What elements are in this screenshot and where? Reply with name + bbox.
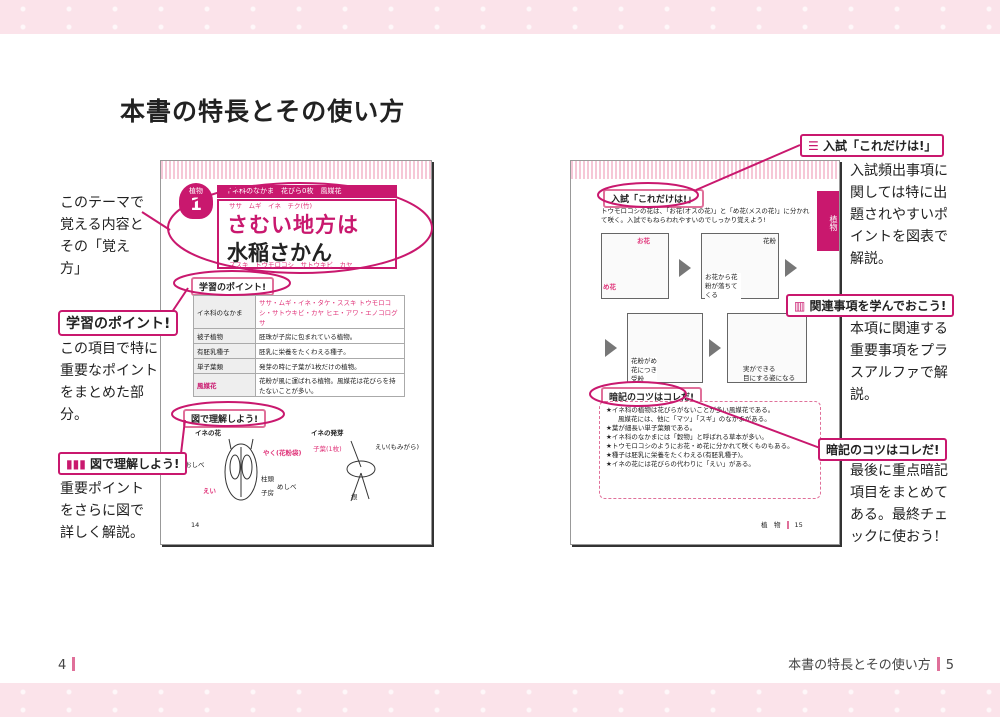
understand-label-small: 図で理解しよう! xyxy=(183,409,267,428)
annotation-theme: このテーマで覚える内容とその「覚え方」 xyxy=(60,195,144,277)
bottom-decor-strip xyxy=(0,683,1000,717)
theme-badge: 植物 1 xyxy=(179,183,213,219)
fig-label: 花粉がめ花につき受粉 xyxy=(631,357,657,384)
arrow-icon xyxy=(679,259,691,277)
top-pattern xyxy=(571,161,839,179)
exam-text: トウモロコシの花は、「お花(オスの花)」と「め花(メスの花)」に分かれて咲く。入… xyxy=(601,207,810,224)
fig-label: 子葉(1枚) xyxy=(313,445,342,453)
corn-fig-4 xyxy=(727,313,807,383)
annotation-understand-text: 重要ポイントをさらに図で詳しく解説。 xyxy=(60,481,144,541)
memo-icon: ☰ xyxy=(808,139,823,153)
fig-label: めしべ xyxy=(277,483,297,491)
annotation-memo-label: 暗記のコツはコレだ! xyxy=(818,438,948,461)
annotation-point-text: この項目で特に重要なポイントをまとめた部分。 xyxy=(60,341,158,423)
annotation-point-label: 学習のポイント! xyxy=(58,310,179,336)
fig-label: め花 xyxy=(603,283,616,291)
list-item: 風媒花には、他に「マツ」「スギ」のなかまがある。 xyxy=(618,415,771,423)
key-points-table: イネ科のなかまササ・ムギ・イネ・タケ・ススキ トウモロコシ・サトウキビ・カヤ ヒ… xyxy=(193,295,405,397)
corn-fig-1 xyxy=(601,233,669,299)
fig-label: 実ができる xyxy=(743,365,776,373)
arrow-icon xyxy=(785,259,797,277)
right-sample-page: 植物 入試「これだけは!」 トウモロコシの花は、「お花(オスの花)」と「め花(メ… xyxy=(570,160,840,545)
fig-label: えい xyxy=(203,487,216,495)
memo-box: ★イネ科の植物は花びらがないことが多い風媒花である。 風媒花には、他に「マツ」「… xyxy=(599,401,821,499)
arrow-icon xyxy=(709,339,721,357)
chart-bars-icon: ▮▮▮ xyxy=(66,457,90,471)
theme-title-line2: 水稲さかん xyxy=(227,241,332,265)
fig-left-title: イネの花 xyxy=(195,429,221,437)
list-item: ★イネの花には花びらの代わりに「えい」がある。 xyxy=(606,460,755,468)
list-item: ★イネ科のなかまには「穀物」と呼ばれる草本が多い。 xyxy=(606,433,768,441)
table-row: 単子葉類発芽の時に子葉が1枚だけの植物。 xyxy=(193,358,405,374)
page-heading: 本書の特長とその使い方 xyxy=(120,97,406,126)
annotation-exam-label: ☰ 入試「これだけは!」 xyxy=(800,134,945,157)
list-item: ★種子は胚乳に栄養をたくわえる(有胚乳種子)。 xyxy=(606,451,747,459)
left-inner-page-number: 14 xyxy=(191,521,200,529)
fig-label: 子房 xyxy=(261,489,274,497)
side-tab: 植物 xyxy=(817,191,839,251)
annotation-exam-text: 入試頻出事項に関しては特に出題されやすいポイントを図表で解説。 xyxy=(850,163,948,267)
top-decor-strip xyxy=(0,0,1000,34)
theme-subtitle: イネ科のなかま 花びら0枚 風媒花 xyxy=(217,185,397,198)
rice-flower-figure xyxy=(224,438,258,501)
theme-title-line1: さむい地方は xyxy=(227,213,359,237)
fig-label: えい(もみがら) xyxy=(375,443,420,451)
list-item: ★イネ科の植物は花びらがないことが多い風媒花である。 xyxy=(606,406,775,414)
fig-label: おしべ xyxy=(185,461,205,469)
fig-label: お花 xyxy=(637,237,650,245)
fig-right-title: イネの発芽 xyxy=(311,429,344,437)
fig-label: 花粉 xyxy=(763,237,776,245)
annotation-memo-text: 最後に重点暗記項目をまとめてある。最終チェックに使おう! xyxy=(850,463,948,545)
top-pattern xyxy=(161,161,431,179)
fig-label: 柱頭 xyxy=(261,475,274,483)
arrow-icon xyxy=(605,339,617,357)
annotation-related-text: 本項に関連する重要事項をプラスアルファで解説。 xyxy=(850,321,948,403)
books-icon: ▥ xyxy=(794,299,810,313)
list-item: ★葉が細長い単子葉類である。 xyxy=(606,424,697,432)
fig-label: やく(花粉袋) xyxy=(263,449,302,457)
annotation-understand-label: ▮▮▮ 図で理解しよう! xyxy=(58,452,188,475)
fig-label: お花から花粉が落ちてくる xyxy=(705,273,741,300)
list-item: ★トウモロコシのようにお花・め花に分かれて咲くものもある。 xyxy=(606,442,794,450)
annotation-related-label: ▥ 関連事項を学んでおこう! xyxy=(786,294,955,317)
table-row: 風媒花花粉が風に運ばれる植物。風媒花は花びらを持たないことが多い。 xyxy=(193,373,405,397)
sprout-figure xyxy=(346,440,376,502)
theme-title-box: ササ ムギ イネ チク(竹) さむい地方は 水稲さかん ススキ トウモロコシ サ… xyxy=(217,199,397,269)
fig-label: 目にする姿になる xyxy=(743,374,796,382)
left-sample-page: 植物 1 イネ科のなかま 花びら0枚 風媒花 ササ ムギ イネ チク(竹) さむ… xyxy=(160,160,432,545)
fig-label: 根 xyxy=(351,493,358,501)
left-page-number: 4 xyxy=(58,657,81,673)
